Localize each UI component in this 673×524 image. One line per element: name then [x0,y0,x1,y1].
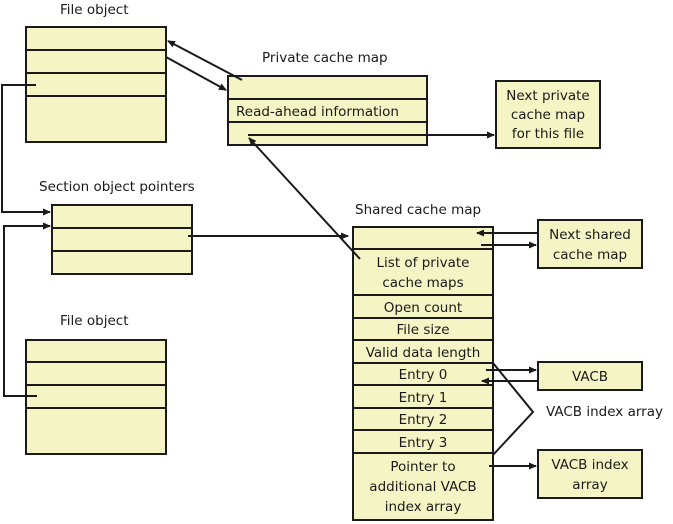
arrow-file-object-top-to-section [1,84,51,216]
vacb-index-array-box-line-1: VACB index [551,457,628,473]
entry-1-field: Entry 1 [399,390,448,406]
arrow-private-to-file-object [167,40,243,81]
section-object-pointers-title: Section object pointers [39,179,195,195]
section-object-pointers [51,204,193,275]
arrow-file-object-to-private [165,56,227,91]
vacb-index-array-box: VACB index array [537,449,643,499]
next-shared-cache-map-line-1: Next shared [549,227,631,243]
file-object-top [25,26,167,143]
next-shared-cache-map-line-2: cache map [553,247,627,263]
entry-0-field: Entry 0 [399,367,448,383]
pointer-to-additional-vacb-line-1: Pointer to [390,459,455,475]
pointer-to-additional-vacb-line-3: index array [385,499,462,515]
list-of-private-cache-maps-line-1: List of private [377,255,470,271]
next-private-cache-map-line-3: for this file [512,126,584,142]
list-of-private-cache-maps-line-2: cache maps [382,275,463,291]
shared-cache-map-title: Shared cache map [355,202,481,218]
entry-3-field: Entry 3 [399,435,448,451]
arrow-file-object-bottom-to-section [3,222,51,397]
valid-data-length-field: Valid data length [366,345,481,361]
vacb-label: VACB [572,369,608,385]
entry-2-field: Entry 2 [399,412,448,428]
next-private-cache-map-line-1: Next private [506,88,589,104]
vacb-box: VACB [537,361,643,391]
vacb-index-array-brace [492,362,535,456]
private-cache-map-title: Private cache map [262,50,388,66]
next-private-cache-map-box: Next private cache map for this file [495,80,601,149]
vacb-index-array-box-line-2: array [572,477,607,493]
file-size-field: File size [396,322,449,338]
shared-cache-map: List of private cache maps Open count Fi… [352,226,494,521]
next-private-cache-map-line-2: cache map [511,107,585,123]
arrow-list-to-private-cache-map [248,137,361,260]
pointer-to-additional-vacb-line-2: additional VACB [369,479,476,495]
file-object-bottom [25,339,167,455]
file-object-bottom-title: File object [60,313,128,329]
next-shared-cache-map-box: Next shared cache map [537,219,643,269]
file-object-top-title: File object [60,2,128,18]
read-ahead-information-field: Read-ahead information [236,104,399,120]
vacb-index-array-label: VACB index array [546,404,663,420]
private-cache-map: Read-ahead information [227,75,428,146]
open-count-field: Open count [384,300,462,316]
